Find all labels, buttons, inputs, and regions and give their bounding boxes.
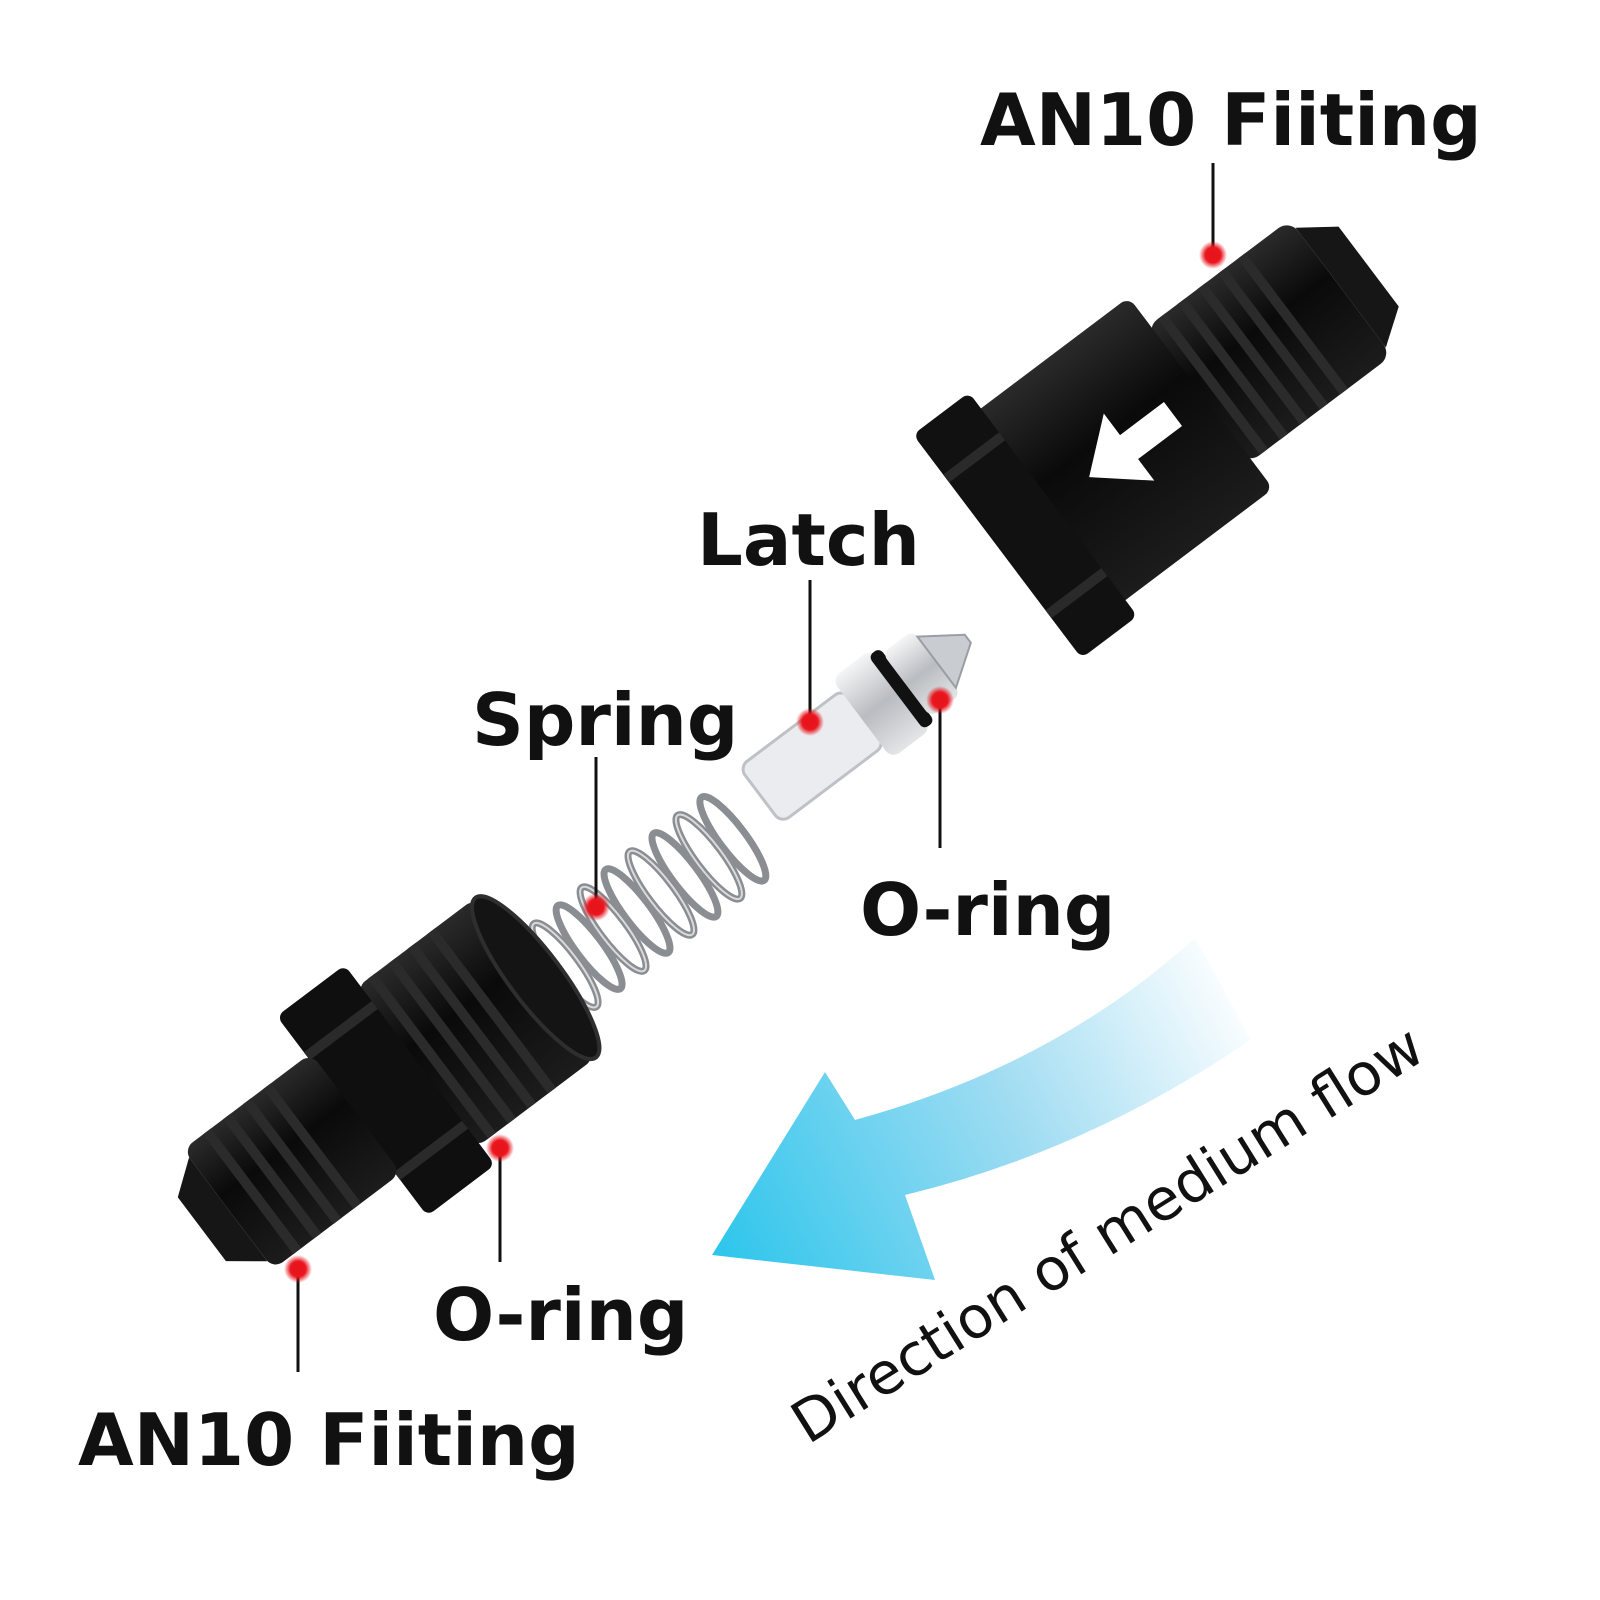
bottom-fitting-port-threads bbox=[360, 894, 602, 1143]
latch-oring bbox=[870, 650, 933, 728]
label-top-oring: O-ring bbox=[860, 868, 1115, 952]
latch-head bbox=[835, 652, 928, 755]
label-bottom-an10-fitting: AN10 Fiiting bbox=[78, 1398, 580, 1482]
label-bottom-oring: O-ring bbox=[433, 1273, 688, 1357]
latch bbox=[741, 633, 972, 821]
spring bbox=[528, 793, 770, 1011]
bottom-fitting-hex bbox=[279, 968, 492, 1213]
label-top-an10-fitting: AN10 Fiiting bbox=[980, 78, 1482, 162]
label-latch: Latch bbox=[697, 498, 920, 582]
flow-arrow-icon bbox=[712, 938, 1250, 1280]
bottom-an10-fitting bbox=[177, 894, 602, 1265]
top-an10-fitting bbox=[916, 225, 1399, 655]
top-fitting-threads bbox=[1151, 225, 1399, 459]
red-markers bbox=[284, 241, 1227, 1283]
label-spring: Spring bbox=[472, 678, 738, 762]
white-down-left-arrow-icon bbox=[1089, 402, 1183, 481]
bottom-fitting-flare-threads bbox=[177, 1057, 397, 1265]
